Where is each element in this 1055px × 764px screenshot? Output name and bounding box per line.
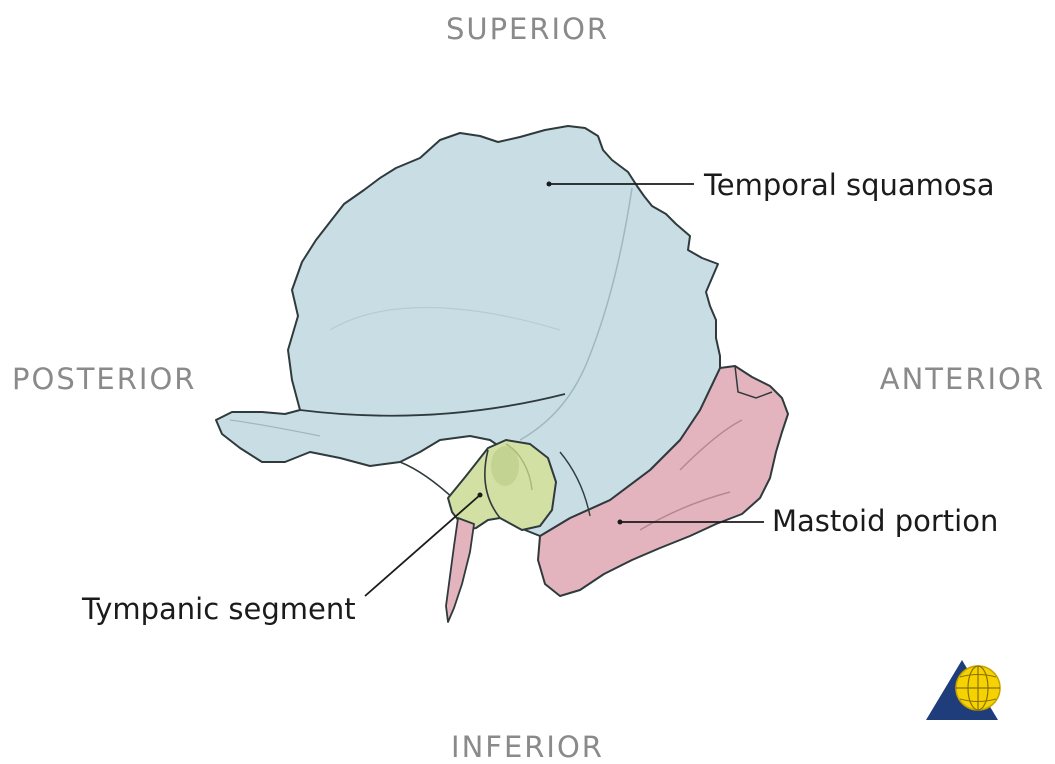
label-tympanic-segment: Tympanic segment	[82, 592, 356, 626]
direction-inferior: INFERIOR	[0, 730, 1055, 764]
direction-superior: SUPERIOR	[0, 12, 1055, 46]
label-mastoid-portion: Mastoid portion	[772, 504, 998, 538]
direction-posterior: POSTERIOR	[12, 362, 196, 396]
styloid-process-shape	[446, 518, 474, 622]
publisher-logo	[926, 660, 1000, 720]
direction-anterior: ANTERIOR	[880, 362, 1045, 396]
label-temporal-squamosa: Temporal squamosa	[704, 168, 995, 202]
